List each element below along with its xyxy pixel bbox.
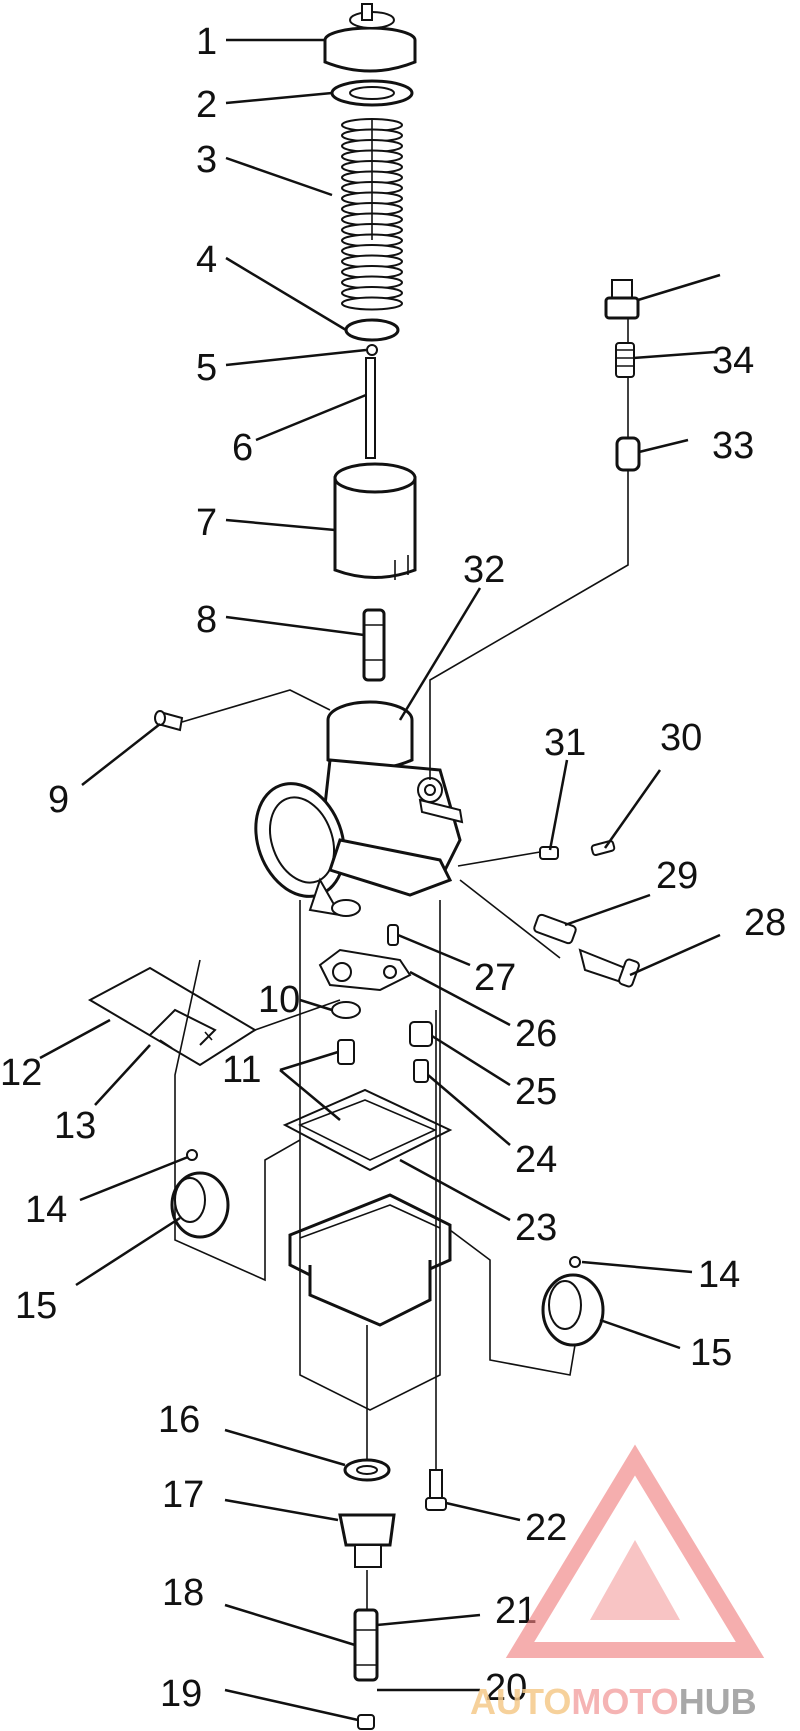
part-27-screw [387, 924, 399, 946]
part-31-spring [539, 846, 559, 860]
callout-label: 3 [196, 139, 217, 181]
part-13-float-arm [149, 1008, 217, 1049]
part-30-air-screw [590, 839, 616, 857]
part-15-float-right [541, 1273, 605, 1347]
part-6-needle [365, 357, 376, 459]
part-8-needle-jet [362, 608, 386, 682]
callout-label: 31 [544, 722, 586, 764]
part-1-cap [323, 3, 417, 73]
callout-label: 28 [744, 902, 786, 944]
callout-label: 1 [196, 21, 217, 63]
callout-label: 29 [656, 855, 698, 897]
callout-label: 14 [25, 1189, 67, 1231]
part-35-fitting [604, 279, 640, 320]
callout-label: 10 [258, 979, 300, 1021]
part-17-main-jet-holder [338, 1513, 396, 1568]
part-10-seal [331, 899, 361, 1019]
callout-label: 12 [0, 1052, 42, 1094]
callout-label: 19 [160, 1673, 202, 1715]
part-4-retainer [344, 318, 400, 342]
callout-label: 27 [474, 957, 516, 999]
callout-label: 20 [485, 1667, 527, 1709]
callout-label: 4 [196, 239, 217, 281]
part-7-throttle-slide [333, 462, 417, 580]
part-14-pin-left [186, 1149, 198, 1161]
callout-label: 25 [515, 1071, 557, 1113]
watermark-auto: AUTO [470, 1681, 571, 1722]
callout-label: 2 [196, 84, 217, 126]
callout-label: 17 [162, 1474, 204, 1516]
part-33-valve-seat [615, 436, 641, 472]
callout-label: 14 [698, 1254, 740, 1296]
watermark-moto: MOTO [571, 1681, 678, 1722]
part-34-spring [615, 342, 635, 378]
callout-label: 13 [54, 1105, 96, 1147]
part-29-spring [533, 913, 577, 945]
callout-label: 18 [162, 1572, 204, 1614]
connector-lines [174, 120, 629, 1610]
part-2-washer [330, 79, 414, 107]
callout-label: 16 [158, 1399, 200, 1441]
callout-label: 8 [196, 599, 217, 641]
callout-label: 32 [463, 549, 505, 591]
part-28-idle-screw [578, 948, 640, 988]
automotohub-watermark: AUTOMOTOHUB [470, 1444, 765, 1722]
part-23-float-bowl-gasket [282, 1088, 453, 1172]
float-bowl [288, 1193, 452, 1327]
automotohub-logo-icon [505, 1444, 765, 1658]
part-26-gasket [318, 948, 412, 992]
part-14-pin-right [569, 1256, 581, 1268]
callout-label: 11 [222, 1049, 261, 1091]
part-18-main-jet-tube [353, 1608, 379, 1682]
part-19-main-jet [357, 1714, 375, 1730]
callout-label: 30 [660, 717, 702, 759]
callout-label: 33 [712, 425, 754, 467]
callout-label: 9 [48, 779, 69, 821]
callout-label: 23 [515, 1207, 557, 1249]
callout-label: 15 [690, 1332, 732, 1374]
part-32-carburetor-body [254, 700, 464, 917]
callout-label: 22 [525, 1507, 567, 1549]
callout-label: 6 [232, 427, 253, 469]
part-22-screw [425, 1469, 447, 1511]
part-5-clip [366, 344, 378, 356]
watermark-text: AUTOMOTOHUB [470, 1681, 757, 1722]
callout-label: 26 [515, 1013, 557, 1055]
part-25-jet-holder [409, 1021, 433, 1047]
callout-labels: 1 2 3 4 5 6 7 8 9 10 11 12 13 14 14 15 1… [0, 21, 786, 1715]
part-16-washer [343, 1458, 391, 1482]
callout-label: 15 [15, 1285, 57, 1327]
part-24-pilot-jet [413, 1059, 429, 1083]
part-9-pin [154, 710, 184, 732]
callout-label: 5 [196, 347, 217, 389]
leader-lines [39, 38, 721, 1722]
part-15-float-left [170, 1171, 230, 1239]
callout-label: 34 [712, 340, 754, 382]
callout-label: 7 [196, 502, 217, 544]
callout-label: 24 [515, 1139, 557, 1181]
spring-coil [341, 296, 403, 311]
watermark-hub: HUB [679, 1681, 757, 1722]
